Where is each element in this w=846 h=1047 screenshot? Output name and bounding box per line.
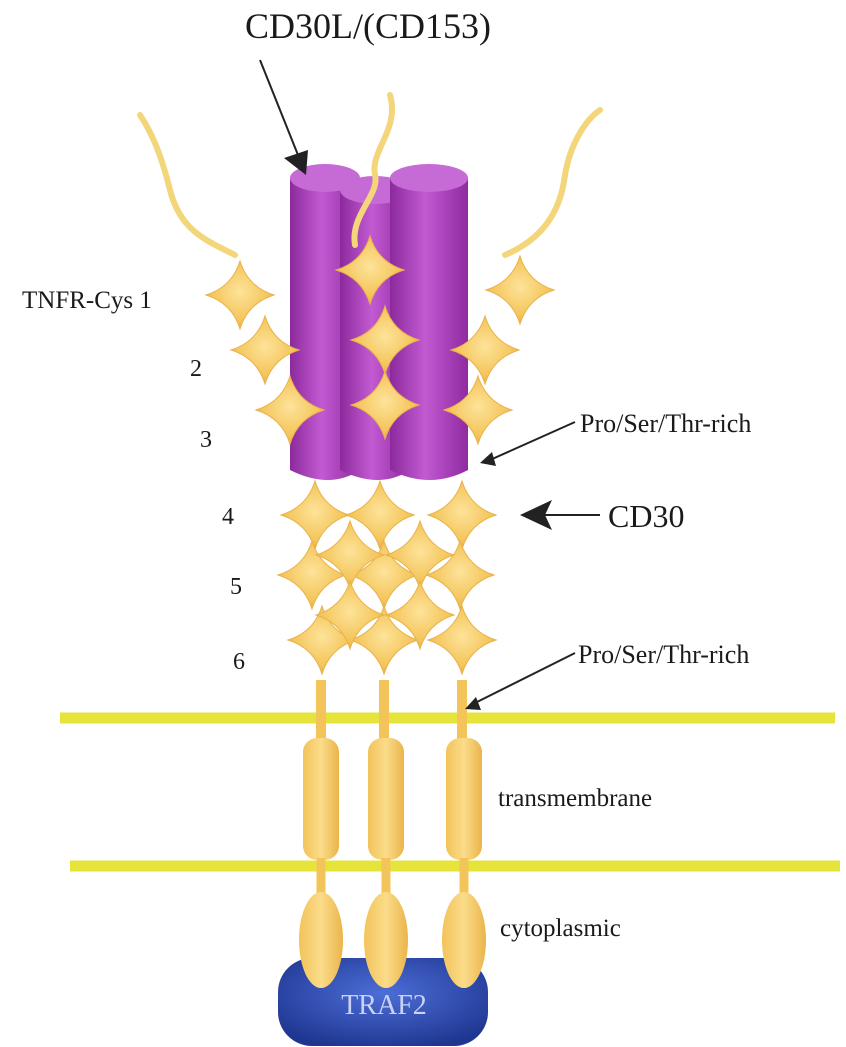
cys-domain [281,481,349,549]
cytoplasmic-domain-left [299,892,343,988]
transmembrane-segment-middle [368,738,404,860]
domain-6-label: 6 [233,649,245,675]
tnfr-cys-1-label: TNFR-Cys 1 [22,287,152,314]
pro-ser-thr-upper-arrow [490,422,575,460]
transmembrane-segment-left [303,738,339,860]
cytoplasmic-domain-right [442,892,486,988]
cytoplasmic-label: cytoplasmic [500,915,621,942]
pro-ser-thr-lower-arrow [475,653,575,703]
transmembrane-segment-right [446,738,482,860]
domain-5-label: 5 [230,574,242,600]
domain-3-label: 3 [200,427,212,453]
cys-domain [486,256,554,324]
ligand-title: CD30L/(CD153) [245,6,491,46]
domain-2-label: 2 [190,356,202,382]
cys-domain [428,481,496,549]
ligand-arrow-line [260,60,300,160]
cd30-label: CD30 [608,498,684,534]
traf2-label: TRAF2 [341,990,427,1021]
cytoplasmic-domain-middle [364,892,408,988]
pro-ser-thr-lower-label: Pro/Ser/Thr-rich [578,640,749,669]
receptor-tail-left [140,115,235,255]
pro-ser-thr-upper-label: Pro/Ser/Thr-rich [580,409,751,438]
transmembrane-label: transmembrane [498,785,652,812]
domain-4-label: 4 [222,504,234,530]
receptor-tail-right [505,110,600,255]
